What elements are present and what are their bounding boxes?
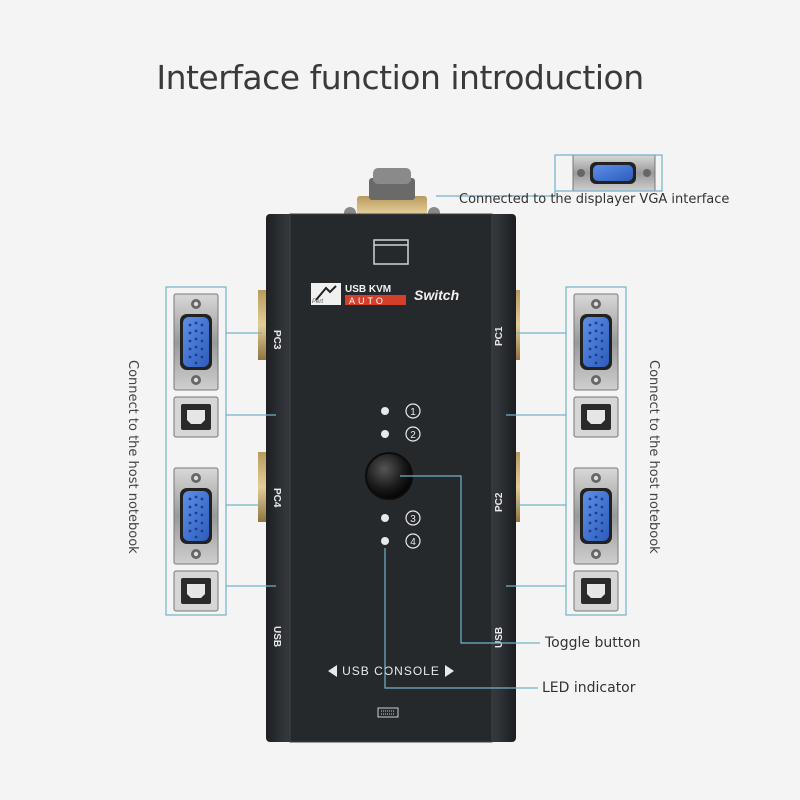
label-pc4: PC4	[271, 488, 282, 508]
label-usb-left: USB	[271, 626, 282, 647]
console-right-arrow	[445, 665, 454, 677]
right-usb-pc2	[573, 570, 619, 612]
led-2	[381, 430, 389, 438]
right-vga-pc1	[573, 293, 619, 391]
brand-auto: AUTO	[349, 296, 386, 306]
vga-display-label: Connected to the displayer VGA interface	[459, 192, 730, 207]
console-label: USB CONSOLE	[342, 664, 440, 678]
led-4	[381, 537, 389, 545]
led-indicator-label: LED indicator	[542, 680, 636, 696]
label-pc1: PC1	[494, 326, 505, 346]
led-1-number: 1	[410, 407, 416, 418]
led-1	[381, 407, 389, 415]
led-3	[381, 514, 389, 522]
led-callout-line	[384, 548, 538, 689]
host-notebook-label-right: Connect to the host notebook	[646, 360, 661, 554]
console-left-arrow	[328, 665, 337, 677]
led-3-number: 3	[410, 514, 416, 525]
label-pc3: PC3	[271, 330, 282, 350]
left-usb-pc4	[173, 570, 219, 612]
brand-switch: Switch	[414, 287, 459, 303]
logo-text: Pert	[312, 299, 323, 305]
right-usb-pc1	[573, 396, 619, 438]
brand-usb-kvm: USB KVM	[345, 284, 391, 295]
toggle-button-label: Toggle button	[545, 635, 641, 651]
label-pc2: PC2	[494, 492, 505, 512]
led-4-number: 4	[410, 537, 416, 548]
auto-badge	[345, 295, 406, 305]
left-usb-pc3	[173, 396, 219, 438]
right-callout-frame	[565, 286, 627, 616]
toggle-callout-line	[400, 475, 540, 644]
label-usb-right: USB	[494, 627, 505, 648]
led-2-number: 2	[410, 430, 416, 441]
left-vga-pc3	[173, 293, 219, 391]
vga-callout-line	[436, 154, 663, 197]
page-title: Interface function introduction	[156, 58, 644, 97]
keyboard-icon	[377, 707, 399, 718]
monitor-icon	[373, 239, 409, 265]
left-vga-pc4	[173, 467, 219, 565]
host-notebook-label-left: Connect to the host notebook	[125, 360, 140, 554]
right-vga-pc2	[573, 467, 619, 565]
left-callout-frame	[165, 286, 227, 616]
